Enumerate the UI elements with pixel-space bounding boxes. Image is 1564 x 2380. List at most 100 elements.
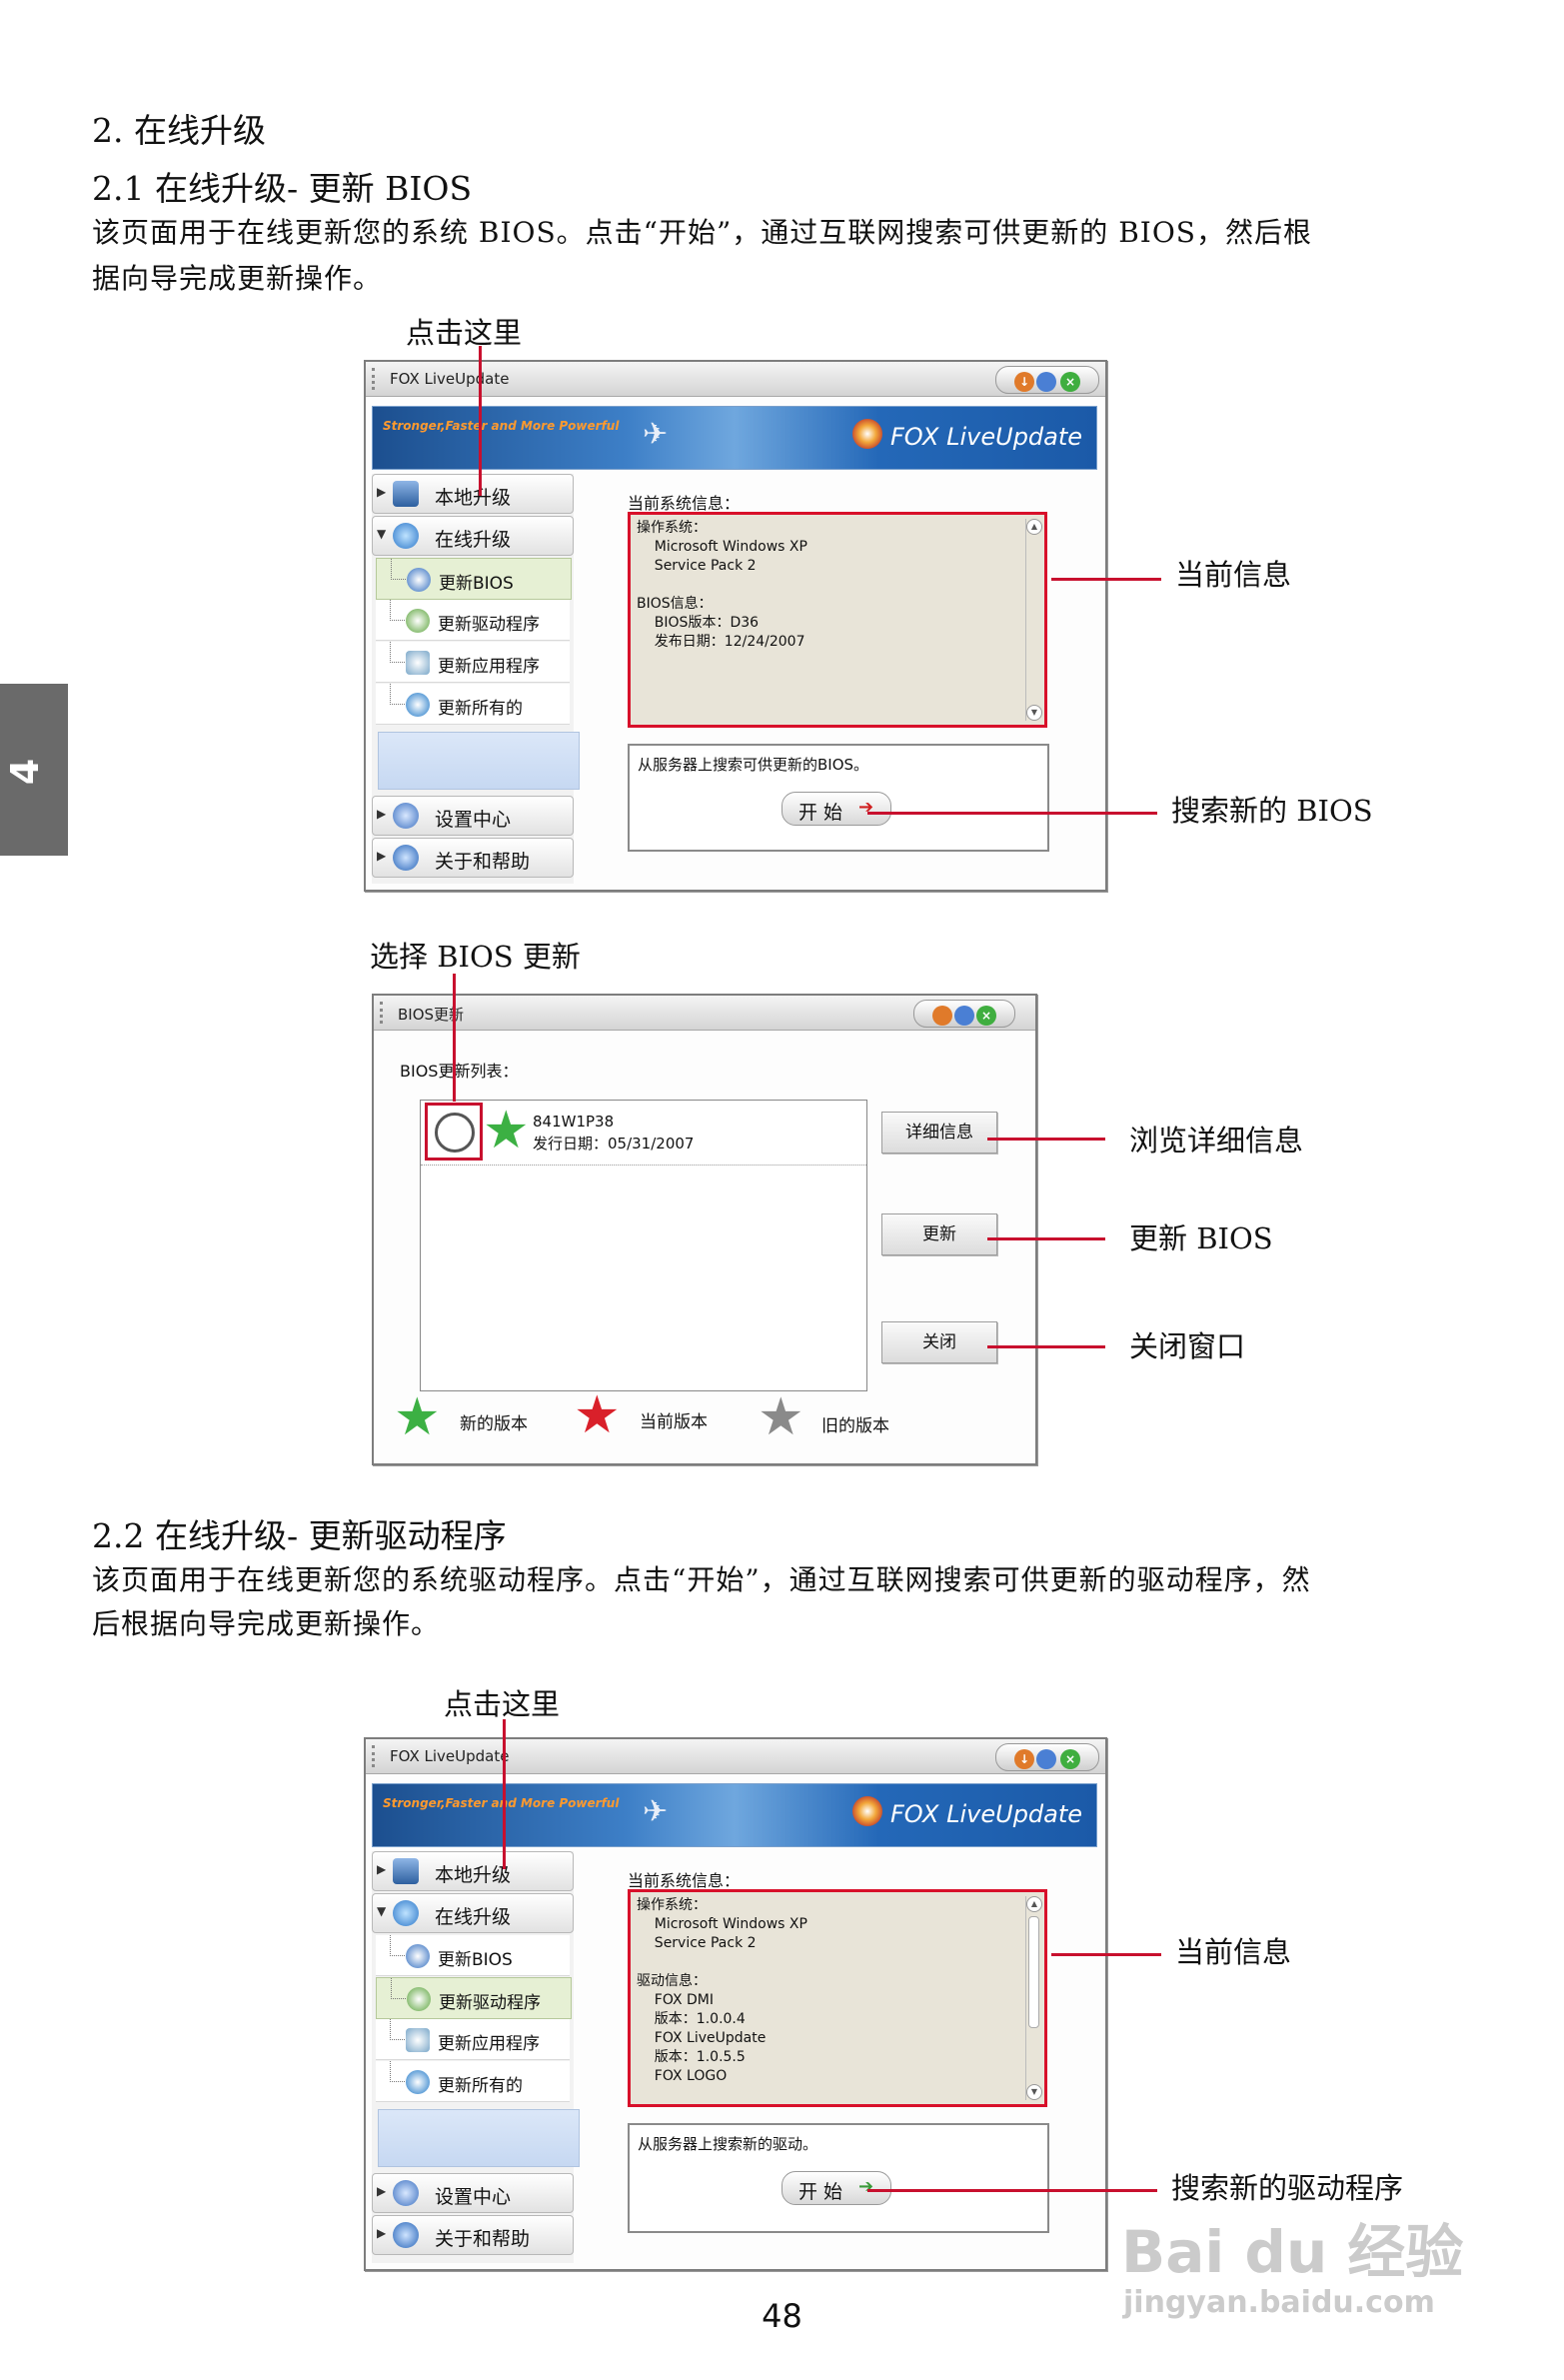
nav-online-upgrade[interactable]: ▼ 在线升级: [372, 516, 574, 556]
info-lines: 操作系统： Microsoft Windows XP Service Pack …: [637, 520, 807, 650]
minimize-icon[interactable]: [932, 1006, 952, 1026]
close-button[interactable]: 关闭: [881, 1321, 997, 1363]
start-button[interactable]: 开 始 ➔: [782, 792, 891, 826]
arrow-right-icon: ➔: [858, 2176, 874, 2197]
fox-logo-icon: [852, 1796, 882, 1826]
banner-slogan: Stronger,Faster and More Powerful: [383, 1796, 620, 1810]
search-panel: 从服务器上搜索可供更新的BIOS。 开 始 ➔: [628, 744, 1049, 852]
banner-brand: FOX LiveUpdate: [890, 423, 1083, 451]
banner-slogan: Stronger,Faster and More Powerful: [383, 419, 620, 433]
page-number: 48: [762, 2297, 802, 2335]
sidebar-item-label: 更新应用程序: [438, 657, 540, 677]
globe-icon: [406, 2070, 430, 2094]
title-bar: FOX LiveUpdate ↓ ×: [366, 1739, 1105, 1774]
scroll-down-icon[interactable]: ▼: [1026, 705, 1042, 721]
chevron-right-icon: ▶: [377, 1862, 387, 1876]
legend-old-star-icon: ★: [758, 1387, 804, 1447]
nav-label: 本地升级: [435, 487, 512, 509]
tree-line: [390, 1935, 405, 1956]
sidebar-spacer: [378, 732, 580, 790]
callout-close-window: 关闭窗口: [1129, 1329, 1246, 1363]
details-button[interactable]: 详细信息: [881, 1112, 997, 1154]
scrollbar[interactable]: ▲ ▼: [1025, 519, 1042, 721]
scrollbar[interactable]: ▲ ▼: [1025, 1896, 1042, 2100]
nav-label: 设置中心: [435, 2186, 512, 2208]
sidebar-item-update-app[interactable]: 更新应用程序: [376, 642, 570, 683]
chevron-right-icon: ▶: [377, 807, 387, 821]
dialog-title: BIOS更新: [398, 1006, 465, 1024]
callout-line: [867, 2189, 1157, 2192]
minimize-icon[interactable]: ↓: [1014, 1749, 1034, 1769]
nav-about-help[interactable]: ▶ 关于和帮助: [372, 838, 574, 878]
search-text: 从服务器上搜索新的驱动。: [638, 2135, 818, 2153]
scroll-up-icon[interactable]: ▲: [1026, 1896, 1042, 1912]
entry-name: 841W1P38: [533, 1113, 615, 1131]
update-button[interactable]: 更新: [881, 1213, 997, 1255]
callout-line: [1051, 578, 1161, 581]
callout-line: [867, 812, 1157, 815]
title-bar: FOX LiveUpdate ↓ ×: [366, 362, 1105, 397]
nav-label: 本地升级: [435, 1864, 512, 1886]
sidebar-item-update-bios[interactable]: 更新BIOS: [376, 558, 572, 600]
settings-icon[interactable]: [1036, 372, 1056, 392]
info-lines: 操作系统： Microsoft Windows XP Service Pack …: [637, 1897, 807, 2084]
banner: Stronger,Faster and More Powerful ✈ FOX …: [372, 1783, 1097, 1847]
window-controls: ↓ ×: [995, 366, 1099, 394]
close-icon[interactable]: ×: [976, 1006, 996, 1026]
paragraph-bios-line1: 该页面用于在线更新您的系统 BIOS。点击“开始”，通过互联网搜索可供更新的 B…: [92, 216, 1312, 249]
nav-local-upgrade[interactable]: ▶ 本地升级: [372, 1851, 574, 1891]
sidebar-item-update-app[interactable]: 更新应用程序: [376, 2019, 570, 2060]
application-icon: [406, 2028, 430, 2052]
settings-icon[interactable]: [1036, 1749, 1056, 1769]
nav-local-upgrade[interactable]: ▶ 本地升级: [372, 474, 574, 514]
tree-line: [391, 1978, 406, 1999]
scroll-up-icon[interactable]: ▲: [1026, 519, 1042, 535]
settings-icon[interactable]: [954, 1006, 974, 1026]
gear-icon: [393, 803, 419, 829]
tree-line: [390, 2019, 405, 2040]
sidebar-item-update-all[interactable]: 更新所有的: [376, 2061, 570, 2102]
scroll-thumb[interactable]: [1028, 1916, 1039, 2028]
bios-update-dialog: BIOS更新 × BIOS更新列表： ★ 841W1P38 发行日期：05/31…: [372, 994, 1037, 1465]
paragraph-bios-line2: 据向导完成更新操作。: [92, 262, 383, 295]
nav-online-upgrade[interactable]: ▼ 在线升级: [372, 1893, 574, 1933]
bios-icon: [407, 568, 431, 592]
nav-label: 关于和帮助: [435, 851, 531, 873]
tree-line: [390, 2061, 405, 2082]
sidebar-item-update-driver[interactable]: 更新驱动程序: [376, 600, 570, 641]
driver-icon: [407, 1987, 431, 2011]
nav-settings[interactable]: ▶ 设置中心: [372, 2173, 574, 2213]
close-icon[interactable]: ×: [1060, 1749, 1080, 1769]
liveupdate-window: FOX LiveUpdate ↓ × Stronger,Faster and M…: [364, 1737, 1107, 2271]
callout-search-driver: 搜索新的驱动程序: [1171, 2171, 1404, 2205]
close-icon[interactable]: ×: [1060, 372, 1080, 392]
bios-list: ★ 841W1P38 发行日期：05/31/2007: [420, 1100, 867, 1391]
sidebar: ▶ 本地升级 ▼ 在线升级 更新BIOS 更新驱动程序 更新应用程序 更新所: [372, 1851, 580, 2263]
scroll-down-icon[interactable]: ▼: [1026, 2084, 1042, 2100]
nav-settings[interactable]: ▶ 设置中心: [372, 796, 574, 836]
callout-line: [987, 1138, 1105, 1141]
radio-button[interactable]: [435, 1113, 475, 1153]
sidebar-item-update-driver[interactable]: 更新驱动程序: [376, 1977, 572, 2019]
nav-label: 在线升级: [435, 1906, 512, 1928]
search-panel: 从服务器上搜索新的驱动。 开 始 ➔: [628, 2123, 1049, 2233]
sidebar-item-label: 更新所有的: [438, 2076, 523, 2096]
callout-line: [479, 346, 482, 496]
selection-highlight: [425, 1103, 483, 1161]
search-text: 从服务器上搜索可供更新的BIOS。: [638, 756, 869, 774]
start-button[interactable]: 开 始 ➔: [782, 2171, 891, 2205]
grip-icon: [372, 1745, 383, 1767]
list-item[interactable]: ★ 841W1P38 发行日期：05/31/2007: [421, 1101, 866, 1166]
local-upgrade-icon: [393, 481, 419, 507]
legend-current-star-icon: ★: [574, 1385, 621, 1445]
sidebar-item-update-bios[interactable]: 更新BIOS: [376, 1935, 570, 1976]
chevron-down-icon: ▼: [377, 1904, 387, 1918]
window-title: FOX LiveUpdate: [390, 370, 510, 388]
nav-about-help[interactable]: ▶ 关于和帮助: [372, 2215, 574, 2255]
sidebar-item-label: 更新驱动程序: [438, 615, 540, 635]
callout-line: [987, 1237, 1105, 1240]
sidebar-item-update-all[interactable]: 更新所有的: [376, 684, 570, 725]
callout-click-here: 点击这里: [406, 316, 523, 350]
minimize-icon[interactable]: ↓: [1014, 372, 1034, 392]
new-version-star-icon: ★: [483, 1101, 530, 1161]
